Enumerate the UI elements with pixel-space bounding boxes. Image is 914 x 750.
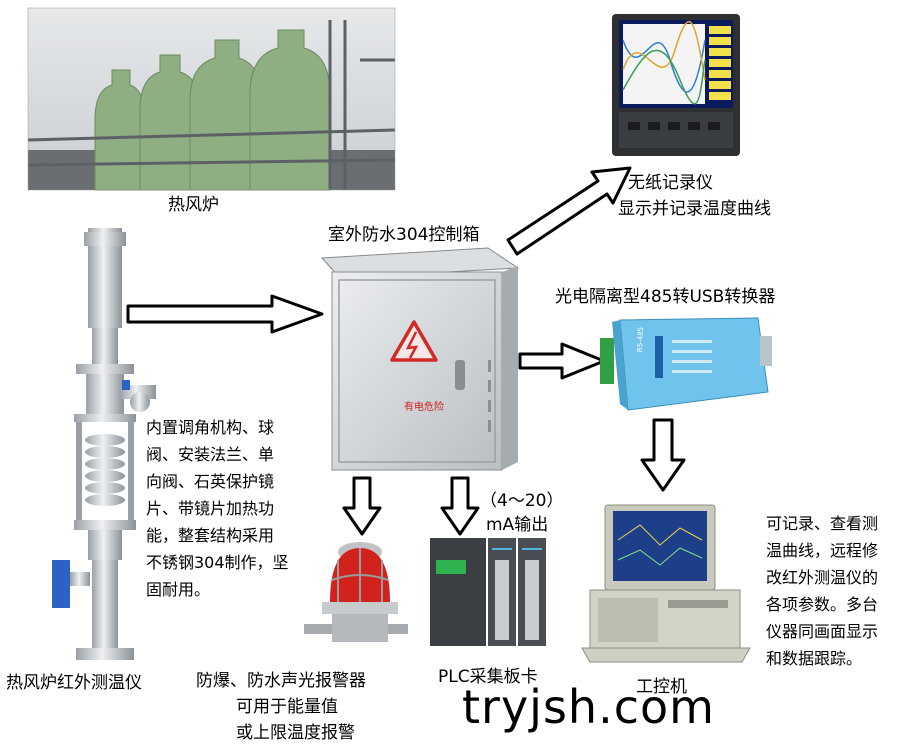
thermometer-desc-line: 不锈钢304制作，坚 [146, 553, 289, 572]
arrow-box-to-recorder [506, 166, 632, 256]
thermometer-desc-line: 内置调角机构、球 [146, 418, 275, 437]
alarm-light-device [304, 542, 408, 642]
thermometer-desc-line: 能，整套结构采用 [146, 526, 275, 545]
arrow-box-to-plc [440, 476, 480, 536]
alarm-label-line2: 可用于能量值 [236, 697, 338, 717]
watermark-text: tryjsh.com [462, 680, 715, 734]
ipc-desc-line: 和数据跟踪。 [766, 649, 863, 668]
industrial-pc-device [581, 504, 751, 663]
thermometer-desc-line: 片、带镜片加热功 [146, 499, 275, 518]
control-box-device [320, 247, 520, 471]
ipc-desc-line: 改红外测温仪的 [766, 568, 879, 587]
thermometer-desc-line: 阀、安装法兰、单 [146, 445, 275, 464]
thermometer-description: 内置调角机构、球 阀、安装法兰、单 向阀、石英保护镜 片、带镜片加热功 能，整套… [146, 414, 316, 603]
hot-blast-stove-photo [27, 7, 396, 191]
ipc-desc-line: 各项参数。多台 [766, 595, 879, 614]
ipc-desc-line: 可记录、查看测 [766, 514, 879, 533]
arrow-box-to-converter [518, 342, 606, 380]
ipc-desc-line: 温曲线，远程修 [766, 541, 879, 560]
plc-card-device [430, 538, 546, 646]
output-label-line1: （4～20） [480, 491, 564, 511]
recorder-label-line2: 显示并记录温度曲线 [618, 199, 771, 219]
alarm-label-line1: 防爆、防水声光报警器 [196, 671, 366, 691]
thermometer-desc-line: 向阀、石英保护镜 [146, 472, 275, 491]
ipc-desc-line: 仪器同画面显示 [766, 622, 879, 641]
infrared-thermometer-device [52, 228, 156, 660]
thermometer-label: 热风炉红外测温仪 [6, 673, 142, 693]
plc-label: PLC采集板卡 [438, 667, 538, 687]
stove-label: 热风炉 [168, 195, 219, 215]
warning-sign-text: 有电危险 [404, 402, 444, 413]
recorder-label-line1: 无纸记录仪 [628, 173, 713, 193]
paperless-recorder-device [612, 14, 740, 156]
arrow-box-to-alarm [342, 476, 382, 536]
ipc-label: 工控机 [636, 677, 687, 697]
alarm-label-line3: 或上限温度报警 [236, 723, 355, 743]
output-label-line2: mA输出 [486, 515, 549, 535]
arrow-thermometer-to-box [126, 294, 324, 334]
usb-converter-device [600, 317, 772, 411]
arrow-converter-to-ipc [640, 418, 686, 492]
control-box-label: 室外防水304控制箱 [328, 225, 480, 245]
converter-label: 光电隔离型485转USB转换器 [555, 287, 776, 307]
thermometer-desc-line: 固耐用。 [146, 580, 211, 599]
ipc-description: 可记录、查看测 温曲线，远程修 改红外测温仪的 各项参数。多台 仪器同画面显示 … [766, 510, 912, 672]
converter-brand-text: RS-485 [636, 326, 645, 353]
